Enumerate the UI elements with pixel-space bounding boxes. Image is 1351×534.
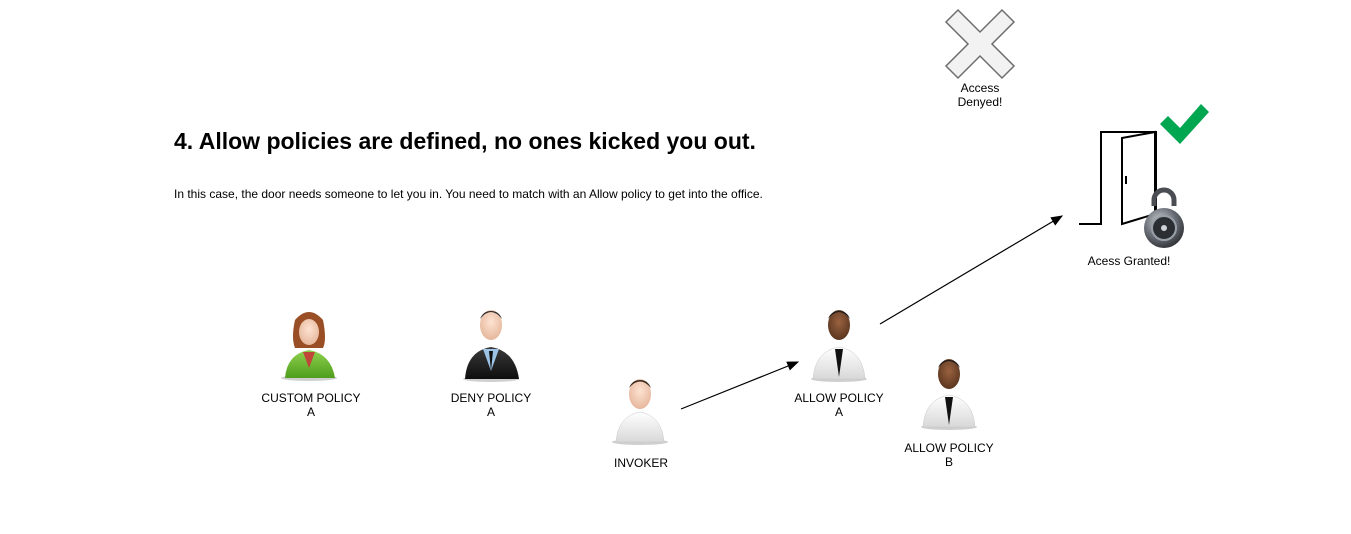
access-granted-label: Acess Granted! — [1059, 254, 1199, 268]
woman-green-suit-icon — [281, 312, 337, 381]
man-tshirt-icon — [612, 379, 668, 445]
access-denied-line1: Access — [960, 81, 1000, 95]
custom-policy-a-line2: A — [306, 405, 315, 419]
access-denied-label: Access Denyed! — [910, 81, 1050, 109]
deny-policy-a-label: DENY POLICY A — [421, 391, 561, 419]
invoker-line1: INVOKER — [613, 456, 668, 470]
x-cross-icon — [944, 8, 1016, 80]
man-black-suit-icon — [463, 310, 519, 382]
custom-policy-a-line1: CUSTOM POLICY — [261, 391, 361, 405]
deny-policy-a-line2: A — [486, 405, 495, 419]
man-white-shirt-icon — [811, 310, 867, 382]
open-door-icon — [1079, 130, 1157, 226]
arrow-allow-a-to-granted — [879, 215, 1064, 325]
allow-policy-b-line2: B — [944, 455, 953, 469]
access-denied-line2: Denyed! — [957, 95, 1003, 109]
allow-policy-a-label: ALLOW POLICY A — [769, 391, 909, 419]
access-granted-text: Acess Granted! — [1087, 254, 1171, 268]
allow-policy-b-line1: ALLOW POLICY — [904, 441, 994, 455]
man-white-shirt-icon — [921, 359, 977, 430]
allow-policy-b-label: ALLOW POLICY B — [879, 441, 1019, 469]
allow-policy-a-line1: ALLOW POLICY — [794, 391, 884, 405]
padlock-icon — [1144, 187, 1184, 248]
custom-policy-a-label: CUSTOM POLICY A — [241, 391, 381, 419]
allow-policy-a-line2: A — [834, 405, 843, 419]
page-title: 4. Allow policies are defined, no ones k… — [174, 128, 756, 154]
arrow-invoker-to-allow-a — [680, 361, 800, 410]
description-text: In this case, the door needs someone to … — [174, 187, 763, 201]
invoker-label: INVOKER — [571, 456, 711, 470]
deny-policy-a-line1: DENY POLICY — [450, 391, 532, 405]
check-mark-icon — [1160, 104, 1209, 144]
